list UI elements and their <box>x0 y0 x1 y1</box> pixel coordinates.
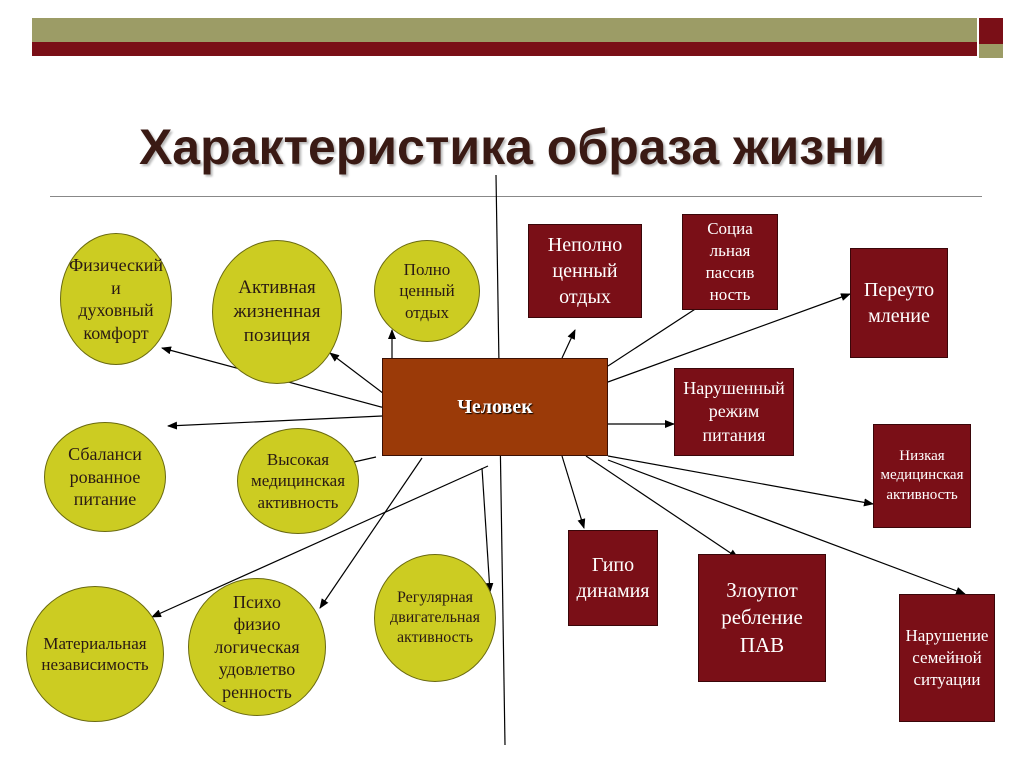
title-divider <box>50 196 982 197</box>
circle-aktivnaya: Активная жизненная позиция <box>212 240 342 384</box>
arrow-to-socialnaya <box>607 301 707 367</box>
circle-polnocenny: Полно ценный отдых <box>374 240 480 342</box>
circle-vysokaya: Высокая медицинская активность <box>237 428 359 534</box>
slide-title: Характеристика образа жизни <box>138 119 886 175</box>
arrow-to-nepolno <box>561 329 576 359</box>
circle-sbalansi: Сбаланси рованное питание <box>44 422 166 532</box>
arrow-to-nizkaya <box>607 455 874 507</box>
arrow-to-aktivnaya <box>329 352 393 401</box>
vertical-guide-line <box>495 174 506 746</box>
box-zloupot: Злоупот ребление ПАВ <box>698 554 826 682</box>
circle-psiho: Психо физио логическая удовлетво ренност… <box>188 578 326 716</box>
box-narushenie: Нарушение семейной ситуации <box>899 594 995 722</box>
circle-regulyarnaya: Регулярная двигательная активность <box>374 554 496 682</box>
center-node-chelovek: Человек <box>382 358 608 456</box>
box-gipodinamiya: Гипо динамия <box>568 530 658 626</box>
arrow-to-sbalansi <box>167 415 383 430</box>
box-nepolno: Неполно ценный отдых <box>528 224 642 318</box>
header-square-olive <box>979 44 1003 58</box>
arrow-to-psiho <box>319 457 423 609</box>
box-narushenny: Нарушенный режим питания <box>674 368 794 456</box>
box-pereutomlenie: Переуто мление <box>850 248 948 358</box>
arrow-to-gipodinamiya <box>561 455 586 529</box>
circle-materialnaya: Материальная независимость <box>26 586 164 722</box>
arrow-to-narushenie <box>607 459 966 595</box>
header-square-maroon <box>979 18 1003 44</box>
circle-fizicheskiy: Физический и духовный комфорт <box>60 233 172 365</box>
box-socialnaya: Социа льная пассив ность <box>682 214 778 310</box>
header-bar-maroon <box>32 42 977 56</box>
header-bar-olive <box>32 18 977 42</box>
arrow-to-pereutomlenie <box>607 293 851 383</box>
box-nizkaya: Низкая медицинская активность <box>873 424 971 528</box>
arrow-to-materialnaya <box>151 465 489 618</box>
arrow-to-zloupot <box>585 455 739 559</box>
arrow-to-regulyarnaya <box>481 467 494 593</box>
